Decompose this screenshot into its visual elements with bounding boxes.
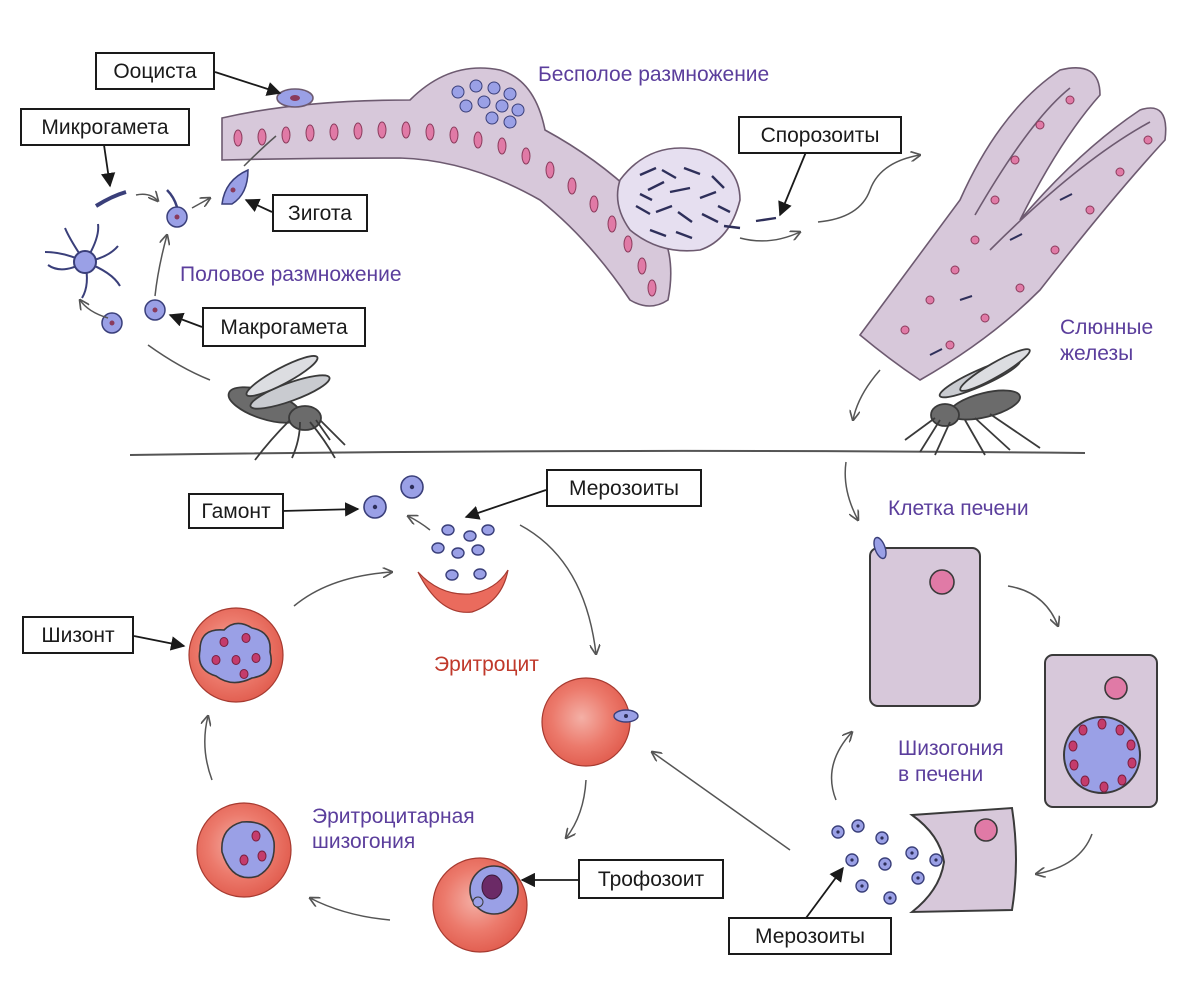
arrow-glands-to-host — [853, 369, 881, 420]
caption-salivary-glands-line1: Слюнные — [1060, 316, 1154, 339]
label-oocyst: Ооциста — [95, 52, 215, 90]
arrow-sporozoites-to-glands — [817, 155, 920, 223]
caption-erythrocytic-schizogony-line2: шизогония — [312, 830, 416, 853]
salivary-glands — [858, 66, 1167, 381]
mature-oocyst — [451, 79, 525, 129]
gamont-cells — [363, 475, 424, 519]
macrogamete-cells — [101, 206, 188, 334]
caption-salivary-glands-line2: железы — [1060, 342, 1134, 365]
arrow-schizogony-up — [205, 716, 213, 781]
rbc-early-schizont — [196, 802, 292, 898]
sexual-cycle-cells — [44, 135, 277, 381]
liver-cell-2 — [1044, 654, 1158, 808]
sporozoites-free — [717, 204, 777, 230]
liver-cell-1 — [869, 536, 981, 707]
ruptured-rbc — [417, 569, 509, 613]
caption-liver-schizogony-line1: Шизогония — [898, 737, 1004, 760]
caption-erythrocyte: Эритроцит — [434, 653, 539, 676]
caption-liver-cell: Клетка печени — [888, 497, 1029, 520]
liver-cell-3 — [909, 806, 1017, 914]
arrow-schizont-to-rupture — [293, 572, 392, 607]
arrow-rbc-to-trophozoite — [566, 779, 587, 838]
microgamete-cell — [94, 190, 127, 208]
arrow-trophozoite-to-schizogony — [310, 898, 391, 921]
arrow-merozoites-to-gamont — [408, 516, 431, 531]
rbc-trophozoite — [432, 857, 528, 953]
caption-liver-schizogony-line2: в печени — [898, 763, 984, 786]
arrow-liver-2-to-3 — [1036, 833, 1093, 874]
arrow-merozoites-to-rbc — [652, 752, 791, 851]
label-microgamete: Микрогамета — [20, 108, 190, 146]
ground-line — [129, 449, 1086, 456]
mosquito-left — [227, 355, 346, 461]
arrow-liver-merozoites-up — [830, 732, 852, 801]
label-merozoites-bottom: Мерозоиты — [728, 917, 892, 955]
label-merozoites-top: Мерозоиты — [546, 469, 702, 507]
rbc-schizont — [188, 607, 284, 703]
label-sporozoites: Спорозоиты — [738, 116, 902, 154]
caption-sexual-reproduction: Половое размножение — [180, 263, 402, 286]
label-macrogamete: Макрогамета — [202, 307, 366, 347]
arrow-liver-1-to-2 — [1007, 585, 1058, 626]
gut-epithelium — [221, 67, 672, 307]
ookinete-cell — [221, 168, 249, 205]
rbc-invaded — [541, 677, 639, 767]
caption-erythrocytic-schizogony-line1: Эритроцитарная — [312, 805, 475, 828]
bursting-oocyst — [616, 147, 741, 252]
liver-merozoites — [831, 819, 943, 905]
label-trophozoite: Трофозоит — [578, 859, 724, 899]
caption-asexual-reproduction: Бесполое размножение — [538, 63, 770, 86]
label-gamont: Гамонт — [188, 493, 284, 529]
label-zygote: Зигота — [272, 194, 368, 232]
label-schizont: Шизонт — [22, 616, 134, 654]
blood-merozoites — [431, 524, 495, 581]
arrow-sporozoites-out — [739, 232, 800, 242]
mosquito-right — [904, 348, 1041, 456]
label-leaders — [100, 71, 844, 919]
exflagellating-microgametocyte — [44, 223, 121, 299]
arrow-into-liver — [844, 461, 858, 520]
arrow-merozoites-to-rbc-loop — [519, 524, 596, 654]
